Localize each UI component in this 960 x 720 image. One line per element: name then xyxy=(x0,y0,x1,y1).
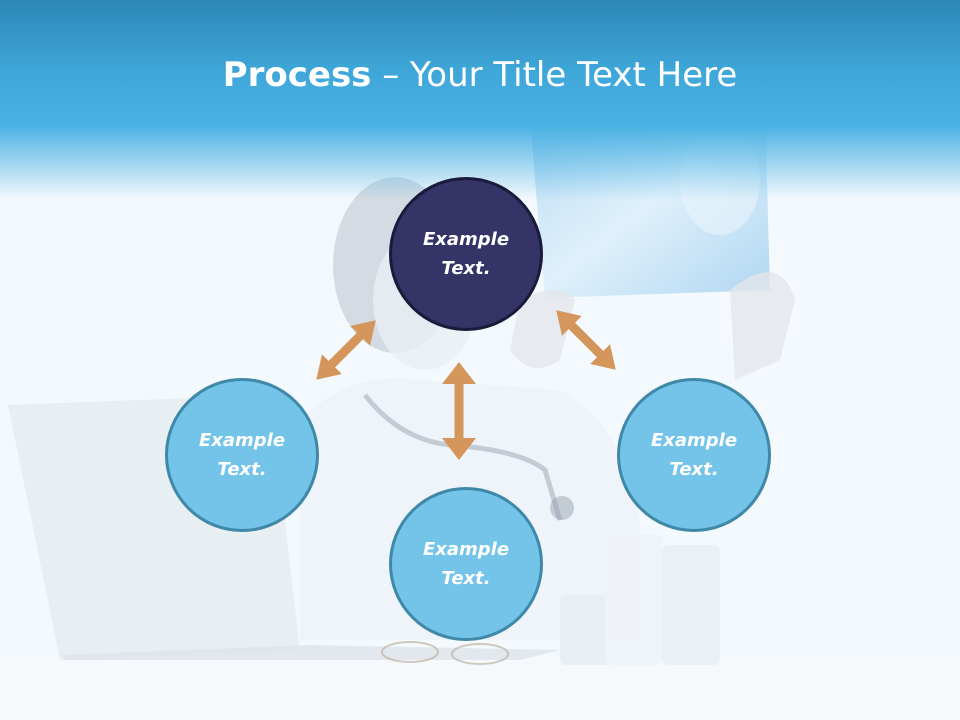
node-left: Example Text. xyxy=(165,378,319,532)
header-band xyxy=(0,0,960,200)
slide-title: Process – Your Title Text Here xyxy=(0,52,960,98)
node-left-text: Example Text. xyxy=(198,430,286,480)
node-bottom: Example Text. xyxy=(389,487,543,641)
node-right: Example Text. xyxy=(617,378,771,532)
node-bottom-text: Example Text. xyxy=(422,539,510,589)
title-bold: Process xyxy=(222,55,372,95)
node-top-text: Example Text. xyxy=(422,229,510,279)
node-top: Example Text. xyxy=(389,177,543,331)
node-right-text: Example Text. xyxy=(650,430,738,480)
title-rest: – Your Title Text Here xyxy=(371,55,738,95)
